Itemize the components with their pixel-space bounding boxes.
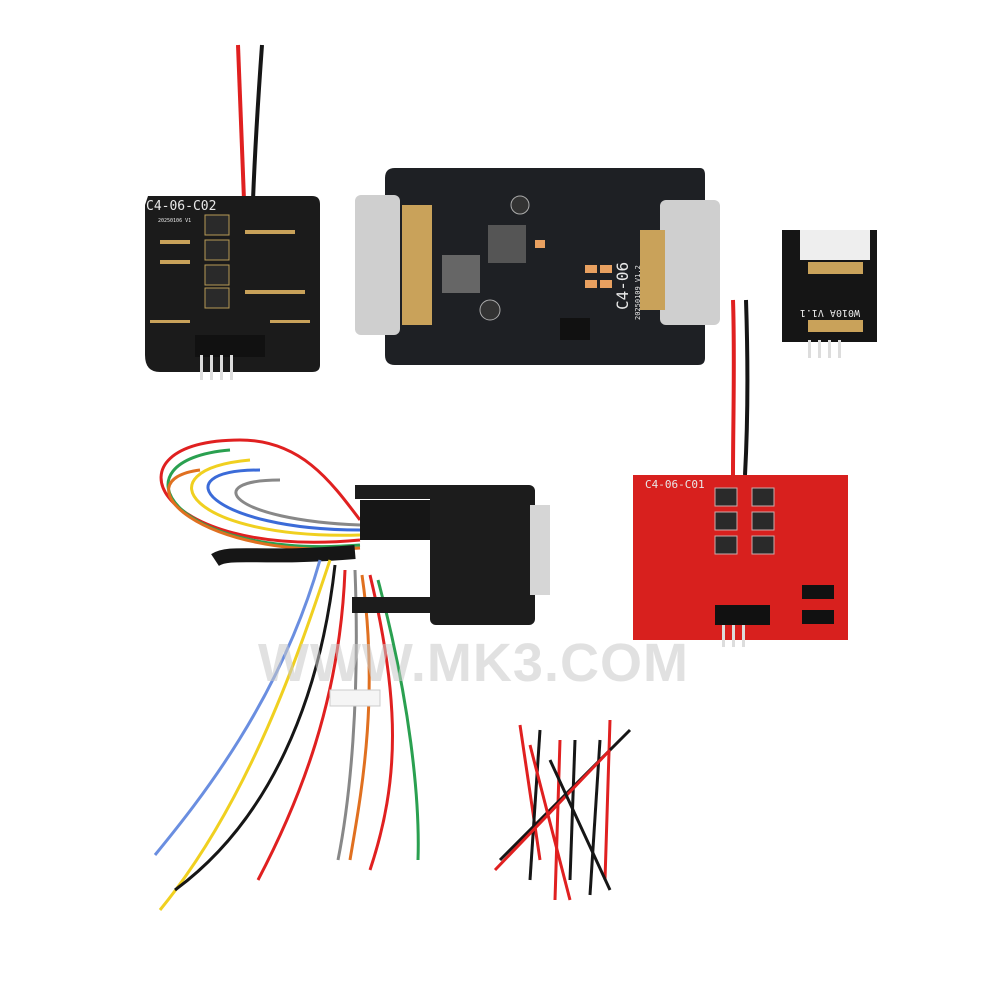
db25-female-connector — [430, 485, 535, 625]
board-w010a-adapter: W010A V1.1 — [782, 230, 877, 358]
jumper-wires — [493, 719, 632, 901]
board-label: C4-06 — [613, 262, 632, 310]
board-c4-06-main: C4-06 20250109 V1.2 — [355, 168, 720, 365]
board-date: 20250106 V1 — [158, 218, 191, 224]
board-c4-06-c02: C4-06-C02 20250106 V1 — [145, 44, 320, 380]
db15-connector-right — [660, 200, 720, 325]
db25-connector-left — [355, 195, 400, 335]
red-wire — [236, 44, 246, 201]
board-date: 20250109 V1.2 — [634, 265, 642, 320]
cable-harness — [153, 438, 550, 911]
watermark-url: WWW.MK3.COM — [258, 633, 689, 693]
board-c4-06-c01: C4-06-C01 — [633, 299, 848, 647]
board-label: C4-06-C01 — [645, 478, 705, 491]
black-wire — [251, 44, 264, 201]
board-label: W010A V1.1 — [800, 307, 860, 318]
board-label: C4-06-C02 — [146, 199, 216, 214]
